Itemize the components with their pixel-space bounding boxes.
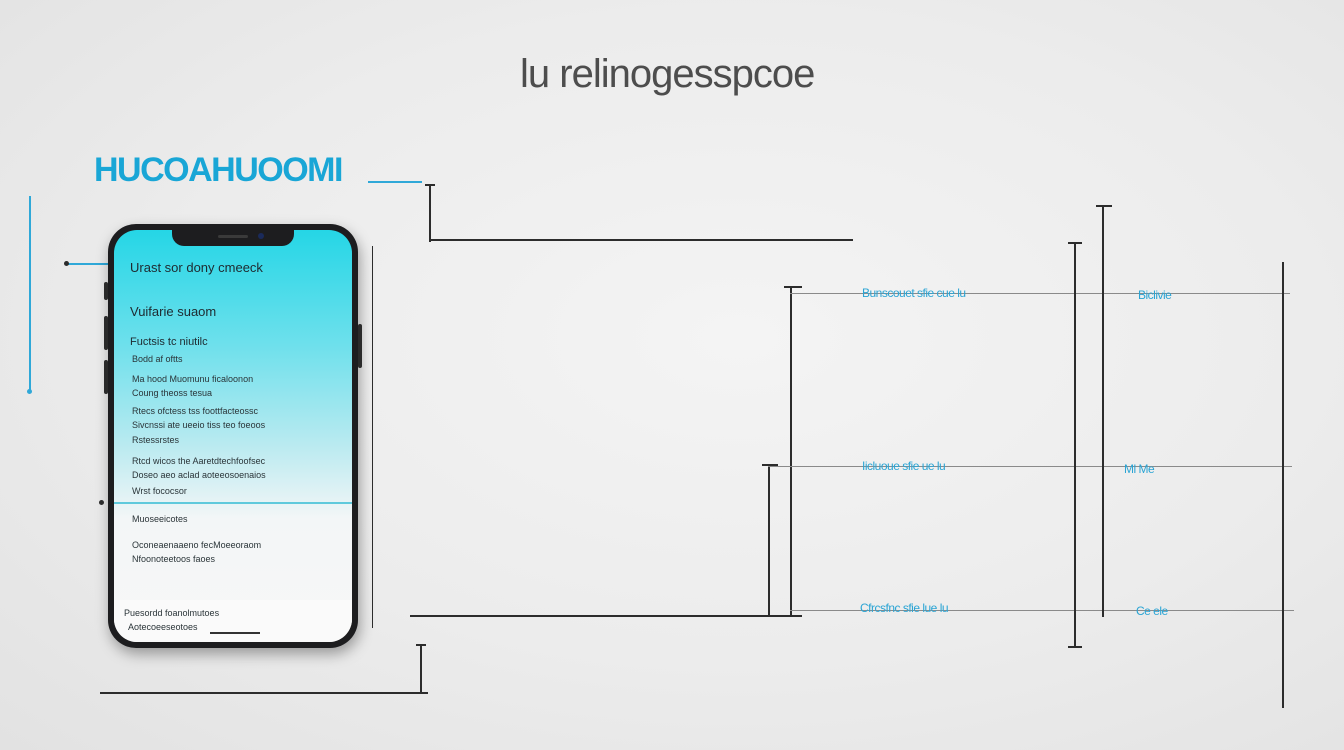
list-item: Rtcd wicos the Aaretdtechfoofsec (132, 456, 266, 466)
phone-button-mute (104, 282, 108, 300)
screen-section-title: Vuifarie suaom (130, 304, 217, 319)
row-line-2 (768, 466, 1292, 467)
right-vertical-a (1074, 242, 1076, 648)
list-item: Nfoonoteetoos faoes (132, 554, 216, 564)
phone-height-measure (372, 246, 373, 628)
upper-riser (429, 184, 431, 242)
row-1-label-right: Biclivie (1138, 288, 1172, 302)
front-camera (258, 233, 264, 239)
list-item: Coung theoss tesua (132, 388, 213, 398)
phone-button-volume-up (104, 316, 108, 350)
right-vertical-a-cap-bottom (1068, 646, 1082, 648)
phone-notch (172, 230, 294, 246)
upper-riser-cap (425, 184, 435, 186)
list-item: Oconeaenaaeno fecMoeeoraom (132, 540, 262, 550)
screen-footer-text: Puesordd foanolmutoes (124, 608, 220, 618)
list-item: Muoseeicotes (132, 514, 188, 524)
left-pointer-dot (64, 261, 69, 266)
inner-vertical-a-cap (762, 464, 778, 466)
upper-connector (429, 239, 853, 241)
list-item: Rstessrstes (132, 435, 180, 445)
screen-subheading: Fuctsis tc niutilc (130, 336, 208, 348)
brand-title: HUCOAHUOOMI (94, 151, 343, 189)
screen-status-title: Urast sor dony cmeeck (130, 260, 263, 275)
list-item: Ma hood Muomunu ficaloonon (132, 374, 254, 384)
phone-button-volume-down (104, 360, 108, 394)
brand-underline (368, 181, 422, 183)
phone-measure-dot (99, 500, 104, 505)
lower-connector (410, 615, 802, 617)
screen-divider (114, 502, 352, 504)
row-line-3 (790, 610, 1294, 611)
home-indicator (210, 632, 260, 634)
left-blue-bracket (29, 196, 31, 392)
row-3-label-right: Ce ele (1136, 604, 1168, 618)
list-item: Bodd af oftts (132, 354, 183, 364)
screen-footer (114, 600, 352, 642)
left-pointer-line (66, 263, 122, 265)
row-3-label-left: Cfrcsfnc sfie lue lu (860, 601, 949, 615)
right-vertical-b-cap (1096, 205, 1112, 207)
phone-screen: Urast sor dony cmeeck Vuifarie suaom Fuc… (114, 230, 352, 642)
list-item: Sivcnssi ate ueeio tiss teo foeoos (132, 420, 266, 430)
right-vertical-a-cap-top (1068, 242, 1082, 244)
bottom-left-riser-cap (416, 644, 426, 646)
row-2-label-left: Iicluoue sfie ue lu (862, 459, 946, 473)
right-vertical-b (1102, 205, 1104, 617)
row-line-1 (790, 293, 1290, 294)
row-2-label-right: Ml Me (1124, 462, 1155, 476)
list-item: Wrst fococsor (132, 486, 187, 496)
left-blue-bracket-end (27, 389, 32, 394)
row-1-label-left: Bunscouet sfie cue lu (862, 286, 966, 300)
phone-mockup: Urast sor dony cmeeck Vuifarie suaom Fuc… (104, 224, 362, 648)
list-item: Doseo aeo aclad aoteeosoenaios (132, 470, 266, 480)
inner-vertical-b-cap (784, 286, 802, 288)
inner-vertical-b (790, 286, 792, 616)
bottom-left-baseline (100, 692, 428, 694)
screen-footer-subtext: Aotecoeeseotoes (128, 622, 198, 632)
speaker-grille (218, 235, 248, 238)
phone-button-power (358, 324, 362, 368)
right-vertical-c (1282, 262, 1284, 708)
inner-vertical-a (768, 464, 770, 616)
list-item: Rtecs ofctess tss foottfacteossc (132, 406, 259, 416)
bottom-left-riser (420, 644, 422, 694)
page-title: lu relinogesspcoe (520, 52, 815, 96)
